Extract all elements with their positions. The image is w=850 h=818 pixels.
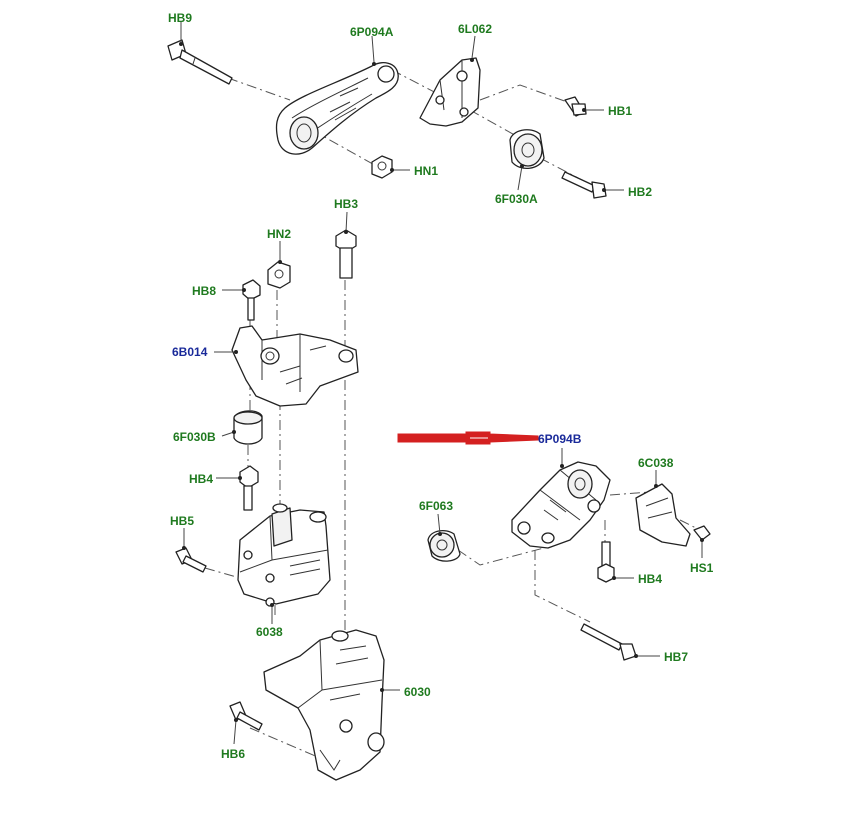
bracket-6l062[interactable] <box>419 57 481 127</box>
leader-lines <box>179 22 704 745</box>
label-hb9[interactable]: HB9 <box>168 11 192 25</box>
bolt-hb7[interactable] <box>580 623 637 661</box>
label-hb2[interactable]: HB2 <box>628 185 652 199</box>
assembly-axis-lines <box>204 69 701 759</box>
bolt-hb6[interactable] <box>229 701 263 731</box>
label-6b014[interactable]: 6B014 <box>172 345 208 359</box>
bolt-hb2[interactable] <box>561 171 607 199</box>
part-labels: HB9 6P094A 6L062 HB1 HN1 6F030A HB2 HB3 … <box>168 11 714 761</box>
engine-mount-6038[interactable] <box>237 503 331 607</box>
bolt-hb3[interactable] <box>335 229 357 279</box>
bush-6f030b[interactable] <box>233 410 263 445</box>
label-6f063[interactable]: 6F063 <box>419 499 453 513</box>
bracket-6b014[interactable] <box>231 325 359 407</box>
bolt-hb4-right[interactable] <box>597 541 615 583</box>
torque-rod-6p094b[interactable] <box>511 461 611 549</box>
label-hb7[interactable]: HB7 <box>664 650 688 664</box>
label-6f030a[interactable]: 6F030A <box>495 192 538 206</box>
nut-hn2[interactable] <box>267 261 291 289</box>
label-hb8[interactable]: HB8 <box>192 284 216 298</box>
bolt-hb8[interactable] <box>242 279 261 321</box>
label-hb4-right[interactable]: HB4 <box>638 572 662 586</box>
label-6f030b[interactable]: 6F030B <box>173 430 216 444</box>
label-6038[interactable]: 6038 <box>256 625 283 639</box>
heat-shield-6c038[interactable] <box>635 483 691 547</box>
bolt-hb1[interactable] <box>564 96 587 117</box>
label-hb4-left[interactable]: HB4 <box>189 472 213 486</box>
label-6l062[interactable]: 6L062 <box>458 22 492 36</box>
screw-hs1[interactable] <box>693 525 711 541</box>
bolt-hb4-left[interactable] <box>239 465 259 511</box>
label-hn2[interactable]: HN2 <box>267 227 291 241</box>
label-hb1[interactable]: HB1 <box>608 104 632 118</box>
torque-rod-6p094a[interactable] <box>275 62 399 155</box>
label-hb6[interactable]: HB6 <box>221 747 245 761</box>
bolt-hb5[interactable] <box>175 547 207 573</box>
highlight-arrow <box>397 431 539 445</box>
label-6p094b[interactable]: 6P094B <box>538 432 582 446</box>
label-hs1[interactable]: HS1 <box>690 561 714 575</box>
nut-hn1[interactable] <box>371 155 393 179</box>
label-6030[interactable]: 6030 <box>404 685 431 699</box>
bolt-hb9[interactable] <box>167 39 233 85</box>
label-hn1[interactable]: HN1 <box>414 164 438 178</box>
label-6p094a[interactable]: 6P094A <box>350 25 394 39</box>
label-hb3[interactable]: HB3 <box>334 197 358 211</box>
label-6c038[interactable]: 6C038 <box>638 456 674 470</box>
label-hb5[interactable]: HB5 <box>170 514 194 528</box>
bush-6f030a[interactable] <box>509 129 545 169</box>
bush-6f063[interactable] <box>427 529 461 562</box>
bracket-6030[interactable] <box>263 629 385 781</box>
